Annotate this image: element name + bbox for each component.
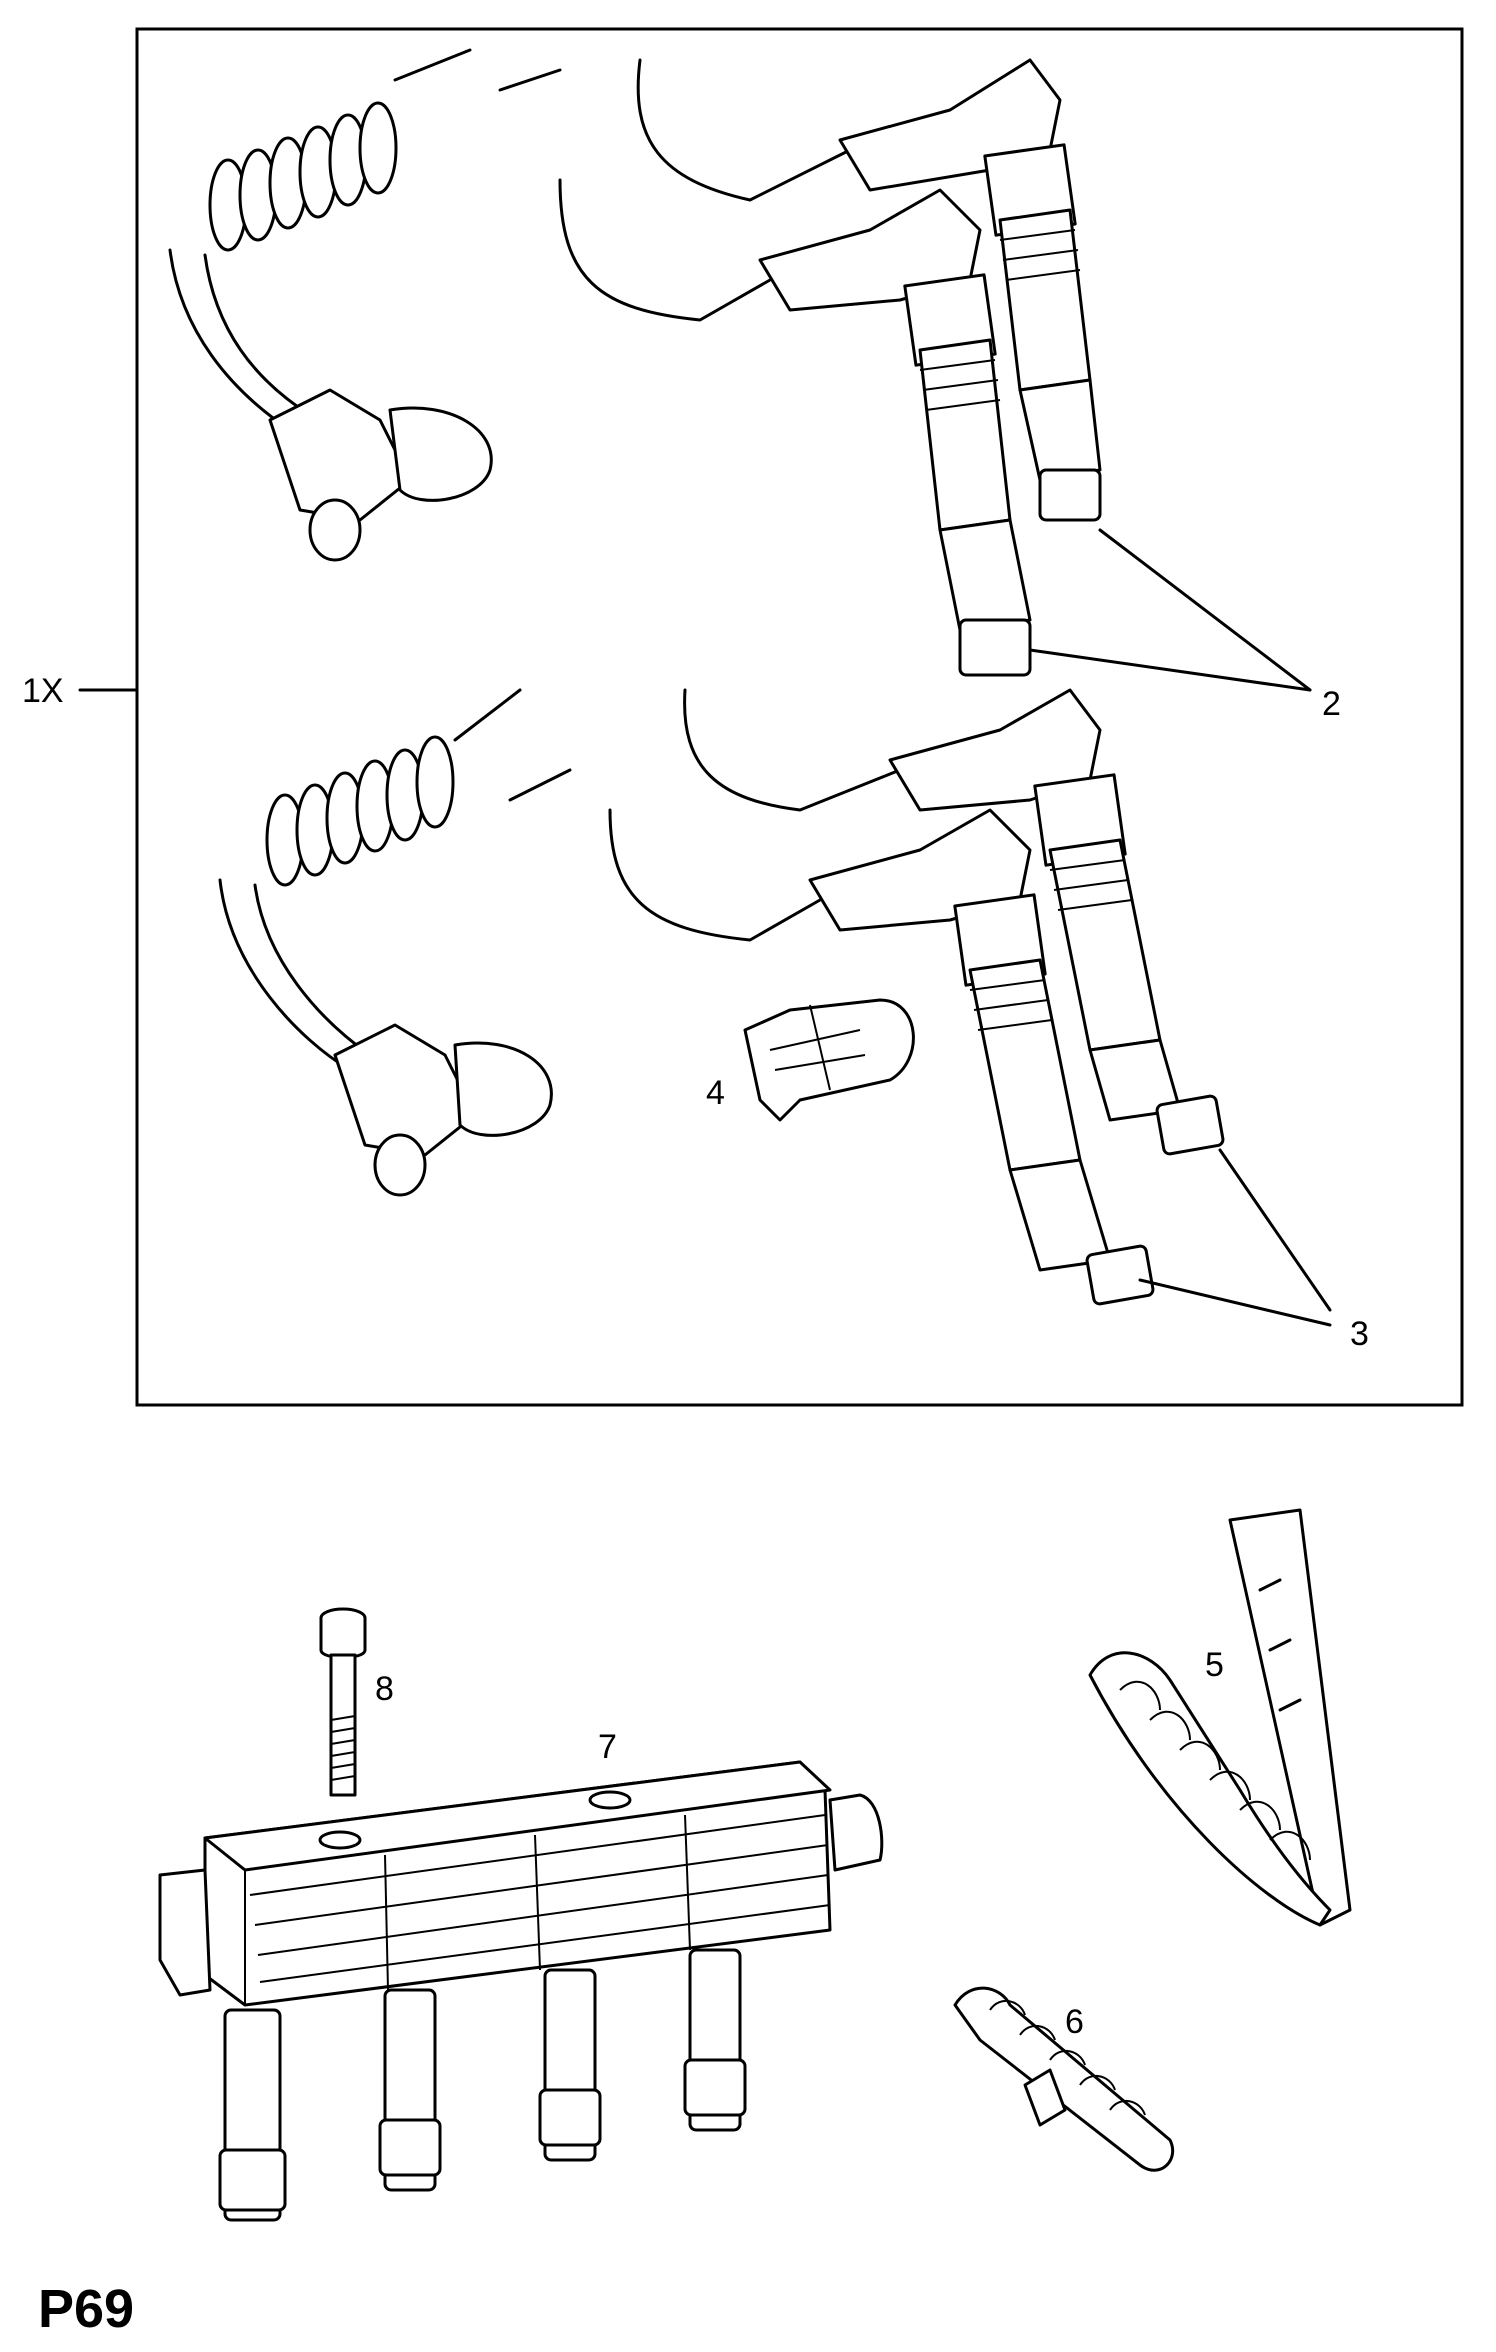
holder-large-part — [1088, 1508, 1352, 1927]
callout-4: 4 — [706, 1074, 725, 1112]
callout-6: 6 — [1065, 2003, 1084, 2041]
kit-frame — [135, 27, 1464, 1407]
leader-3b — [1138, 1278, 1332, 1327]
bolt-part — [319, 1607, 367, 1797]
coil-spring-lower — [265, 735, 455, 887]
callout-2: 2 — [1322, 685, 1341, 723]
lead-set-lower — [218, 688, 1225, 1306]
leader-2a — [1098, 528, 1312, 692]
leader-3a — [1218, 1148, 1332, 1312]
kit-label: 1X — [22, 672, 64, 710]
leader-2b — [1028, 648, 1312, 692]
page-code: P69 — [38, 2279, 134, 2339]
callout-7: 7 — [598, 1728, 617, 1766]
coil-spring-upper — [208, 101, 398, 252]
lead-set-upper — [168, 48, 1102, 677]
callout-8: 8 — [375, 1670, 394, 1708]
callout-3: 3 — [1350, 1315, 1369, 1353]
clip-part — [743, 998, 915, 1122]
holder-small-part — [953, 1986, 1175, 2172]
coil-pack-part — [158, 1760, 884, 2222]
callout-5: 5 — [1205, 1646, 1224, 1684]
coil-towers — [218, 1948, 747, 2222]
